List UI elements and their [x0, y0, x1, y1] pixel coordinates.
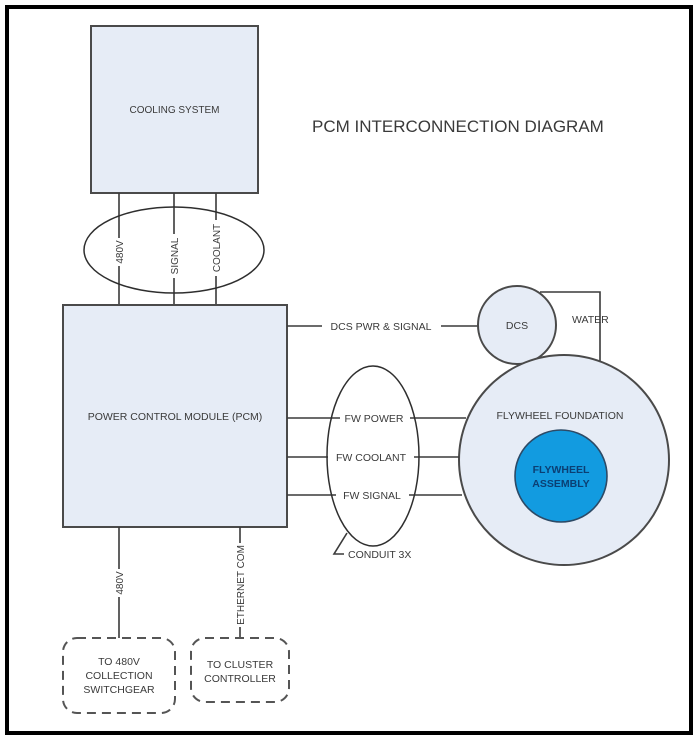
cluster-controller-label-1: TO CLUSTER [207, 659, 274, 671]
conduit-label: CONDUIT 3X [348, 549, 411, 561]
cooling-system-label: COOLING SYSTEM [129, 105, 219, 116]
water-line [540, 291, 601, 367]
conduit-ellipse [326, 365, 420, 547]
fw-power-label: FW POWER [345, 413, 404, 425]
flywheel-assembly-label-1: FLYWHEEL [533, 464, 590, 476]
switchgear-label-1: TO 480V [98, 656, 140, 668]
water-label: WATER [572, 314, 609, 326]
dcs-circle [477, 285, 557, 365]
cooling-signal-label: SIGNAL [170, 237, 181, 274]
pcm-label: POWER CONTROL MODULE (PCM) [88, 411, 263, 423]
conduit-leader-line [332, 532, 348, 555]
ethernet-label: ETHERNET COM [236, 545, 247, 625]
switchgear-label-2: COLLECTION [85, 670, 152, 682]
dcs-pwr-signal-label: DCS PWR & SIGNAL [331, 321, 432, 333]
cooling-bundle-ellipse [83, 206, 265, 294]
flywheel-assembly-label-2: ASSEMBLY [532, 478, 589, 490]
pcm-480v-label: 480V [115, 571, 126, 595]
switchgear-label-3: SWITCHGEAR [83, 684, 155, 696]
diagram-frame [5, 5, 693, 735]
flywheel-assembly-circle [514, 429, 608, 523]
cluster-controller-box [190, 637, 290, 703]
fw-coolant-label: FW COOLANT [336, 452, 407, 464]
pcm-box [62, 304, 288, 528]
dcs-label: DCS [506, 320, 528, 332]
cluster-controller-label-2: CONTROLLER [204, 673, 276, 685]
switchgear-box [62, 637, 176, 714]
cooling-coolant-label: COOLANT [212, 224, 223, 272]
flywheel-foundation-label: FLYWHEEL FOUNDATION [497, 410, 624, 422]
cooling-480v-label: 480V [115, 240, 126, 264]
diagram-title: PCM INTERCONNECTION DIAGRAM [312, 117, 604, 136]
fw-signal-label: FW SIGNAL [343, 490, 401, 502]
